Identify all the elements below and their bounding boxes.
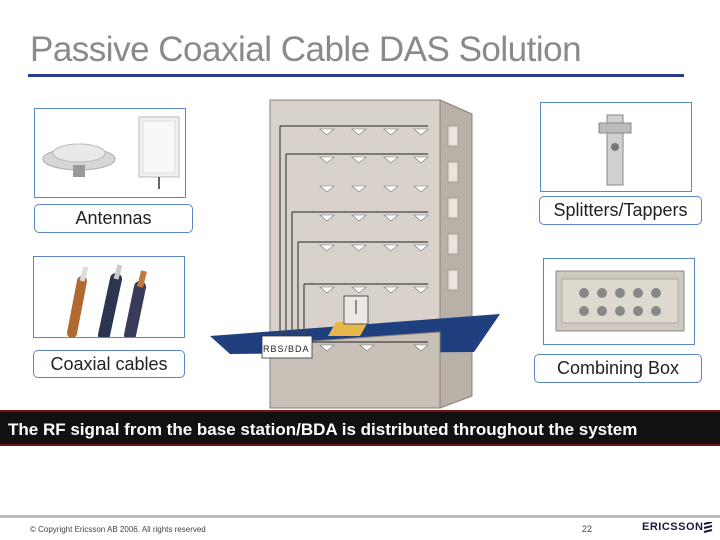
- coaxial-cables-label: Coaxial cables: [33, 350, 185, 378]
- splitter-icon: [598, 114, 632, 186]
- ericsson-logo: ERICSSON: [642, 521, 704, 533]
- combining-box-icon: [555, 270, 685, 332]
- combining-box-image: [543, 258, 695, 345]
- antennas-image: [34, 108, 186, 198]
- combining-box-label: Combining Box: [534, 354, 702, 383]
- slide-title: Passive Coaxial Cable DAS Solution: [30, 30, 582, 69]
- copyright-text: © Copyright Ericsson AB 2006. All rights…: [30, 525, 206, 534]
- summary-banner: The RF signal from the base station/BDA …: [0, 410, 720, 446]
- coaxial-cable-icon: [67, 264, 147, 341]
- building-icon: [210, 99, 500, 409]
- page-number: 22: [582, 524, 593, 534]
- splitters-image: [540, 102, 692, 192]
- title-divider: [28, 74, 684, 77]
- coaxial-cables-image: [33, 256, 185, 341]
- rbs-bda-label: RBS/BDA: [263, 344, 310, 354]
- ericsson-logo-icon: [703, 522, 713, 533]
- antennas-label: Antennas: [34, 204, 193, 233]
- antenna-icon: [42, 116, 180, 189]
- footer-divider: [0, 515, 720, 518]
- splitters-label: Splitters/Tappers: [539, 196, 702, 225]
